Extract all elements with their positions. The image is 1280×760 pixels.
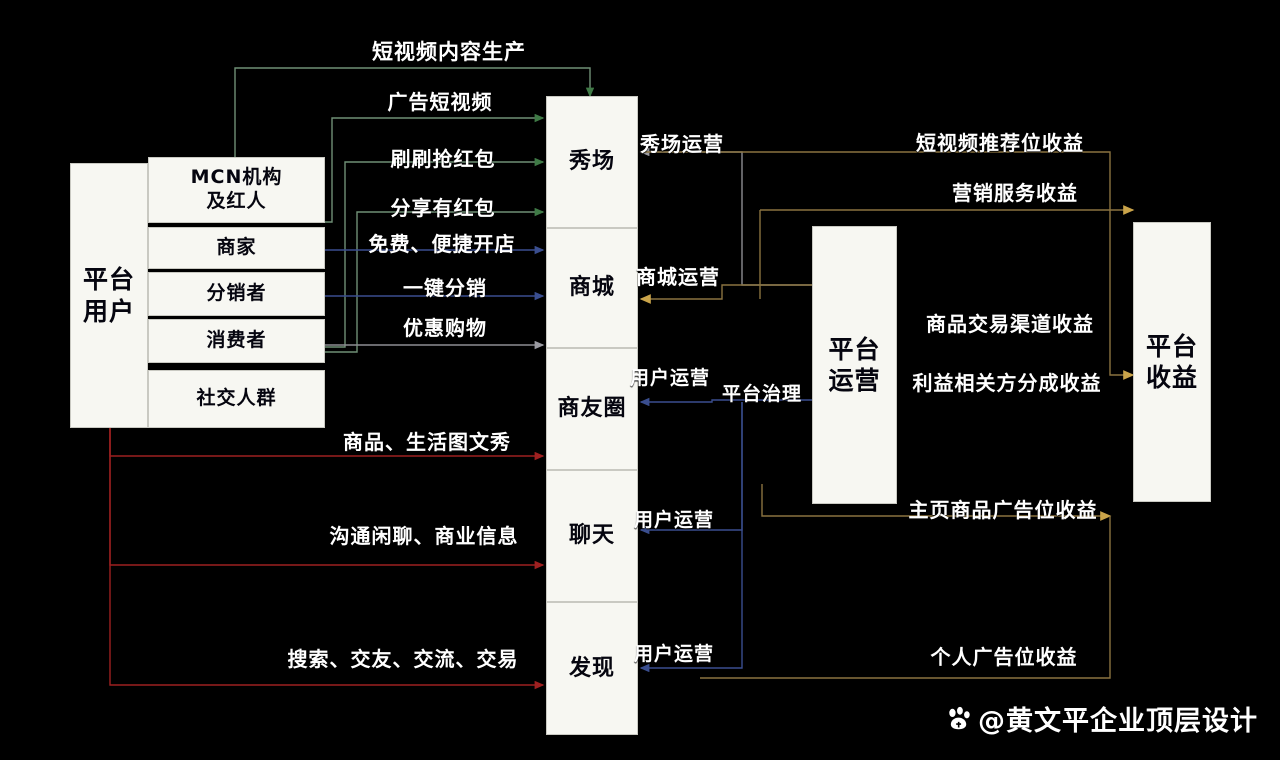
flow-label-short-video-recommend-revenue: 短视频推荐位收益 [916, 131, 1084, 155]
wire-share-red-packet [325, 207, 545, 353]
paw-print-icon [949, 706, 970, 729]
flow-label-home-goods-ad-revenue: 主页商品广告位收益 [908, 498, 1098, 522]
wire-mall-operation [639, 284, 812, 304]
wire-short-video-recommend-revenue [641, 151, 1111, 210]
wire-user-operation-discover [639, 402, 743, 673]
node-social-crowd[interactable]: 社交人群 [148, 370, 325, 428]
node-module-show[interactable]: 秀场 [546, 96, 638, 228]
node-consumers[interactable]: 消费者 [148, 319, 325, 363]
watermark-text: @黄文平企业顶层设计 [978, 706, 1258, 737]
node-mcn-and-influencers[interactable]: MCN机构 及红人 [148, 157, 325, 223]
flow-label-share-red-packet: 分享有红包 [390, 196, 496, 220]
node-module-mall-label: 商城 [568, 275, 615, 301]
node-mcn-line2: 及红人 [206, 190, 267, 212]
node-distributors-label: 分销者 [206, 282, 267, 305]
node-module-chat[interactable]: 聊天 [546, 470, 638, 602]
flow-label-mall-operation: 商城运营 [636, 265, 720, 289]
flow-label-ad-short-video: 广告短视频 [387, 90, 493, 114]
node-platform-users[interactable]: 平台 用户 [70, 163, 148, 428]
node-module-business-circle-label: 商友圈 [557, 396, 627, 422]
node-module-show-label: 秀场 [568, 149, 615, 175]
node-platform-users-line1: 平台 [82, 265, 135, 295]
node-platform-revenue[interactable]: 平台 收益 [1133, 222, 1211, 502]
node-distributors[interactable]: 分销者 [148, 272, 325, 316]
wire-short-video-production [234, 67, 595, 163]
flow-label-show-operation: 秀场运营 [640, 132, 724, 156]
node-platform-revenue-line1: 平台 [1145, 331, 1198, 361]
wire-ad-short-video [325, 113, 545, 223]
watermark: @黄文平企业顶层设计 [944, 699, 1258, 738]
node-platform-operation-line2: 运营 [828, 366, 881, 395]
node-mcn-line1: MCN机构 [190, 166, 283, 189]
flow-label-short-video-production: 短视频内容生产 [372, 40, 526, 64]
flow-label-search-friend-trade: 搜索、交友、交流、交易 [287, 647, 519, 671]
wire-personal-ad-revenue [700, 516, 1111, 679]
flow-label-marketing-service-revenue: 营销服务收益 [952, 181, 1078, 205]
flow-label-platform-governance: 平台治理 [722, 383, 803, 405]
node-platform-users-line2: 用户 [82, 296, 135, 326]
flow-label-user-operation-quan: 用户运营 [630, 367, 711, 389]
flow-label-one-click-distribution: 一键分销 [403, 276, 487, 300]
node-module-chat-label: 聊天 [568, 523, 615, 549]
wire-search-friend-trade [109, 428, 545, 690]
flow-label-goods-life-photo-show: 商品、生活图文秀 [343, 430, 511, 454]
node-module-discover[interactable]: 发现 [546, 602, 638, 735]
wire-goods-channel-revenue [1109, 210, 1135, 380]
wire-user-operation-quan [639, 397, 812, 407]
node-module-mall[interactable]: 商城 [546, 228, 638, 348]
node-platform-operation-line1: 平台 [828, 334, 881, 364]
node-consumers-label: 消费者 [206, 329, 267, 352]
node-module-business-circle[interactable]: 商友圈 [546, 348, 638, 470]
node-module-discover-label: 发现 [568, 655, 615, 681]
flow-label-discount-shopping: 优惠购物 [403, 316, 487, 340]
node-platform-revenue-line2: 收益 [1145, 363, 1198, 392]
wire-shua-red-packet [325, 157, 545, 348]
wire-home-goods-ad-revenue [761, 484, 1112, 521]
flow-label-free-easy-shop: 免费、便捷开店 [368, 232, 516, 256]
node-merchants[interactable]: 商家 [148, 227, 325, 269]
flow-label-stakeholder-share-revenue: 利益相关方分成收益 [912, 371, 1102, 395]
flow-label-shua-red-packet: 刷刷抢红包 [390, 147, 496, 171]
node-merchants-label: 商家 [216, 236, 257, 259]
node-social-crowd-label: 社交人群 [196, 387, 277, 410]
flow-label-user-operation-chat: 用户运营 [634, 509, 715, 531]
flow-label-chat-business-info: 沟通闲聊、商业信息 [329, 524, 519, 548]
flow-label-user-operation-discover: 用户运营 [634, 643, 715, 665]
node-platform-operation[interactable]: 平台 运营 [812, 226, 897, 504]
flow-label-goods-channel-revenue: 商品交易渠道收益 [926, 312, 1094, 336]
flow-label-personal-ad-revenue: 个人广告位收益 [930, 645, 1078, 669]
